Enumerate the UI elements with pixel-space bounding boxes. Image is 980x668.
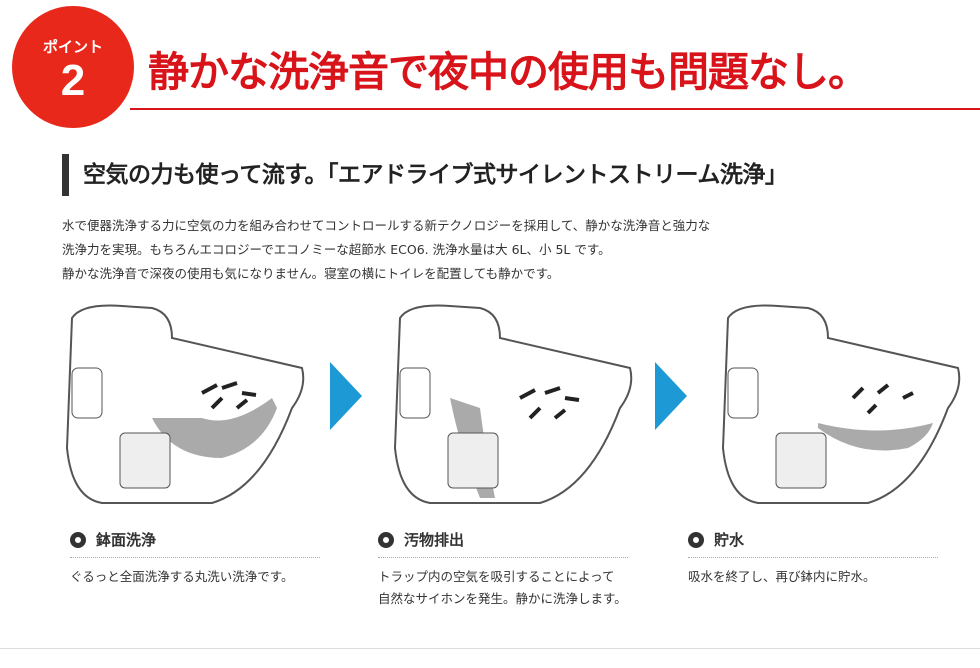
page-title: 静かな洗浄音で夜中の使用も問題なし。 bbox=[148, 48, 869, 96]
badge-number: 2 bbox=[60, 56, 86, 105]
next-step-arrow bbox=[330, 362, 362, 430]
step-bowl-wash: 鉢面洗浄 ぐるっと全面洗浄する丸洗い洗浄です。 bbox=[70, 528, 320, 588]
bullet-icon bbox=[378, 531, 394, 548]
step-desc: トラップ内の空気を吸引することによって bbox=[378, 569, 615, 584]
step-title: 鉢面洗浄 bbox=[96, 531, 157, 549]
step-discharge: 汚物排出 トラップ内の空気を吸引することによって自然なサイホンを発生。静かに洗浄… bbox=[378, 528, 628, 610]
section-heading: 空気の力も使って流す。「エアドライブ式サイレントストリーム洗浄」 bbox=[62, 154, 788, 196]
step-refill: 貯水 吸水を終了し、再び鉢内に貯水。 bbox=[688, 528, 938, 588]
next-step-arrow bbox=[655, 362, 687, 430]
step-desc: 自然なサイホンを発生。静かに洗浄します。 bbox=[378, 591, 627, 606]
bottom-divider bbox=[0, 648, 980, 649]
step-title: 汚物排出 bbox=[404, 531, 465, 549]
step-desc: 吸水を終了し、再び鉢内に貯水。 bbox=[688, 569, 876, 584]
description: 水で便器洗浄する力に空気の力を組み合わせてコントロールする新テクノロジーを採用し… bbox=[62, 214, 710, 286]
badge-label: ポイント bbox=[42, 38, 103, 56]
toilet-diagram-discharge bbox=[393, 304, 633, 504]
description-line: 洗浄力を実現。もちろんエコロジーでエコノミーな超節水 ECO6. 洗浄水量は大 … bbox=[62, 242, 611, 257]
step-title: 貯水 bbox=[714, 531, 745, 549]
toilet-diagram-refill bbox=[721, 304, 961, 504]
step-desc: ぐるっと全面洗浄する丸洗い洗浄です。 bbox=[70, 569, 294, 584]
bullet-icon bbox=[688, 531, 704, 548]
description-line: 静かな洗浄音で深夜の使用も気になりません。寝室の横にトイレを配置しても静かです。 bbox=[62, 266, 560, 281]
toilet-diagram-bowl-wash bbox=[65, 304, 305, 504]
title-divider bbox=[130, 108, 980, 110]
description-line: 水で便器洗浄する力に空気の力を組み合わせてコントロールする新テクノロジーを採用し… bbox=[62, 218, 711, 233]
point-badge: ポイント 2 bbox=[12, 6, 134, 128]
bullet-icon bbox=[70, 531, 86, 548]
